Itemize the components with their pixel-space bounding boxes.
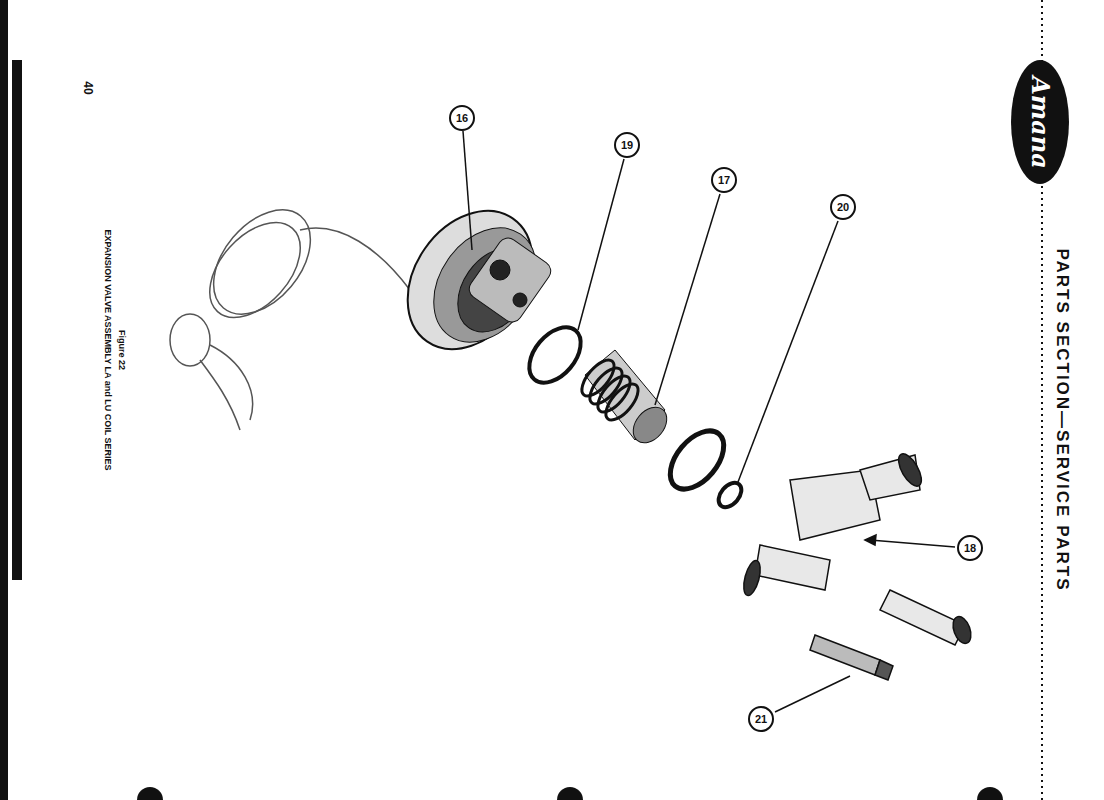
callout-number: 21 [748, 706, 774, 732]
logo-oval: Amana [1011, 60, 1069, 184]
callout-number: 20 [830, 194, 856, 220]
callout-number: 19 [614, 132, 640, 158]
figure-caption: EXPANSION VALVE ASSEMBLY LA and LU COIL … [103, 229, 113, 470]
callout-number: 16 [449, 105, 475, 131]
callout-number: 17 [711, 167, 737, 193]
page-title: PARTS SECTION—SERVICE PARTS [1052, 248, 1072, 591]
logo-text: Amana [1026, 76, 1055, 169]
callout-number: 18 [957, 535, 983, 561]
page-number: 40 [81, 81, 95, 94]
figure-number: Figure 22 [117, 330, 127, 370]
